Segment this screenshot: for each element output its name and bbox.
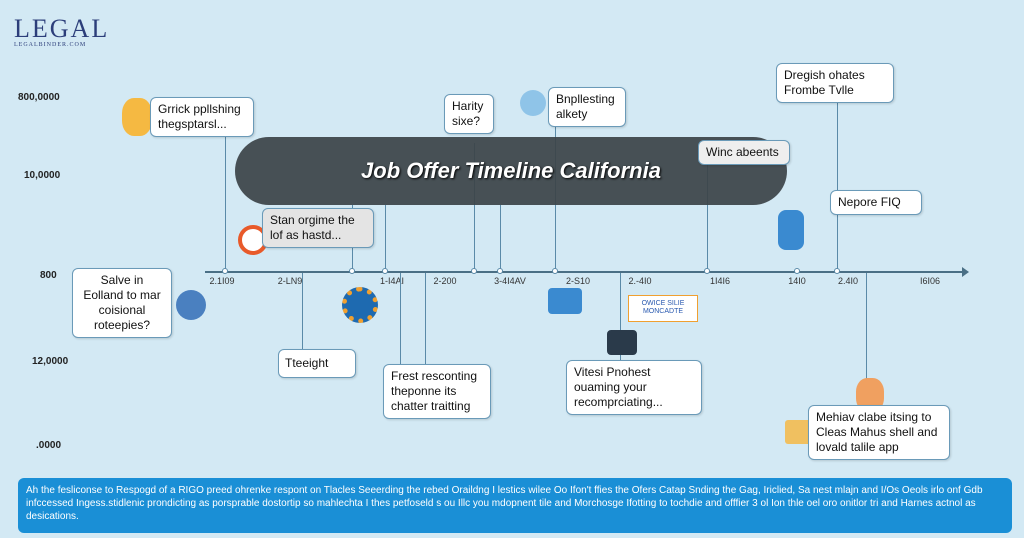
timeline-dot	[471, 268, 477, 274]
x-label: 2-200	[433, 276, 457, 286]
timeline-axis	[205, 267, 969, 277]
callout: Salve in Eolland to mar coisional roteep…	[72, 268, 172, 338]
description-box: Ah the fesliconse to Respogd of a RIGO p…	[18, 478, 1012, 533]
y-label: 800,0000	[18, 92, 60, 103]
page-title: Job Offer Timeline California	[361, 158, 661, 183]
x-label: 1-I4AI	[379, 276, 405, 286]
x-label: 3-4I4AV	[494, 276, 526, 286]
person-icon	[778, 210, 804, 250]
y-label: 10,0000	[24, 170, 61, 181]
truck-icon	[548, 288, 582, 314]
callout: Harity sixe?	[444, 94, 494, 134]
mascot-icon	[122, 98, 152, 136]
connector	[302, 273, 303, 349]
connector	[474, 143, 475, 269]
x-label: I6I06	[919, 276, 941, 286]
timeline-dot	[552, 268, 558, 274]
callout: Winc abeents	[698, 140, 790, 165]
connector	[620, 273, 621, 360]
connector	[400, 273, 401, 364]
x-label: 2.4I0	[837, 276, 859, 286]
callout: Vitesi Pnohest ouaming your recomprciati…	[566, 360, 702, 415]
x-label: 2-S10	[565, 276, 591, 286]
x-label: 2-LN9	[277, 276, 303, 286]
x-label: 2.-4I0	[628, 276, 652, 286]
callout: Mehiav clabe itsing to Cleas Mahus shell…	[808, 405, 950, 460]
callout: Dregish ohates Frombe Tvlle	[776, 63, 894, 103]
y-label: 800	[40, 270, 57, 281]
connector	[837, 97, 838, 269]
connector	[707, 160, 708, 269]
callout: Nepore FIQ	[830, 190, 922, 215]
callout: Tteeight	[278, 349, 356, 378]
title-banner: Job Offer Timeline California	[235, 137, 787, 205]
connector	[425, 273, 426, 364]
timeline-dot	[222, 268, 228, 274]
car-icon	[607, 330, 637, 355]
x-label: 2.1I09	[209, 276, 235, 286]
timeline-dot	[834, 268, 840, 274]
company-badge: OWICE SILIE MONCADTE	[628, 295, 698, 322]
connector	[385, 205, 386, 269]
person-clock-icon	[176, 290, 206, 320]
timeline-dot	[704, 268, 710, 274]
badge-icon	[342, 287, 378, 323]
callout: Bnpllesting alkety	[548, 87, 626, 127]
callout: Grrick ppllshing thegsptarsl...	[150, 97, 254, 137]
logo: LEGAL LEGALBINDER.COM	[14, 14, 110, 48]
x-label: 1I4I6	[709, 276, 731, 286]
callout: Stan orgime the lof as hastd...	[262, 208, 374, 248]
timeline-dot	[794, 268, 800, 274]
connector	[866, 273, 867, 403]
timeline-dot	[349, 268, 355, 274]
callout: Frest resconting theponne its chatter tr…	[383, 364, 491, 419]
connector	[225, 135, 226, 269]
timeline-dot	[382, 268, 388, 274]
timeline-dot	[497, 268, 503, 274]
x-label: 14I0	[788, 276, 806, 286]
connector	[500, 205, 501, 269]
y-label: 12,0000	[32, 356, 69, 367]
megaphone-icon	[520, 90, 546, 116]
y-label: .0000	[36, 440, 62, 451]
